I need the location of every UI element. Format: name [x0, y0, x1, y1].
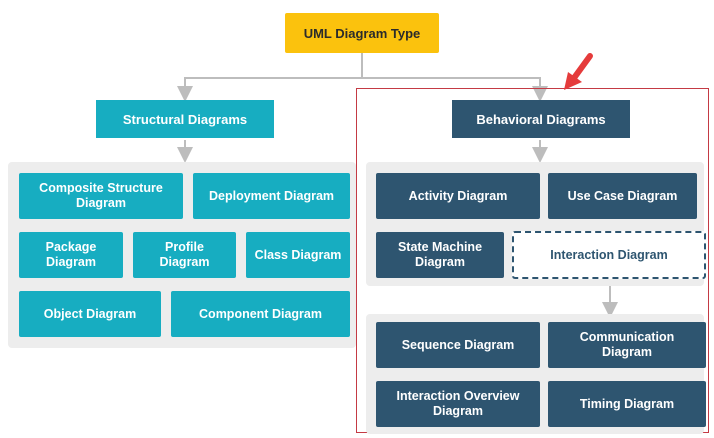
pointer-arrow-icon [564, 53, 593, 90]
use-case-diagram-box: Use Case Diagram [548, 173, 697, 219]
package-diagram-box: Package Diagram [19, 232, 123, 278]
component-diagram-box: Component Diagram [171, 291, 350, 337]
communication-diagram-box: Communication Diagram [548, 322, 706, 368]
class-diagram-box: Class Diagram [246, 232, 350, 278]
root-connector [177, 52, 363, 102]
behavioral-diagrams-header: Behavioral Diagrams [452, 100, 630, 138]
interaction-overview-diagram-box: Interaction Overview Diagram [376, 381, 540, 427]
timing-diagram-box: Timing Diagram [548, 381, 706, 427]
root-node: UML Diagram Type [285, 13, 439, 53]
composite-structure-diagram-box: Composite Structure Diagram [19, 173, 183, 219]
interaction-diagram-box: Interaction Diagram [512, 231, 706, 279]
structural-diagrams-header: Structural Diagrams [96, 100, 274, 138]
profile-diagram-box: Profile Diagram [133, 232, 236, 278]
sequence-diagram-box: Sequence Diagram [376, 322, 540, 368]
state-machine-diagram-box: State Machine Diagram [376, 232, 504, 278]
deployment-diagram-box: Deployment Diagram [193, 173, 350, 219]
activity-diagram-box: Activity Diagram [376, 173, 540, 219]
object-diagram-box: Object Diagram [19, 291, 161, 337]
